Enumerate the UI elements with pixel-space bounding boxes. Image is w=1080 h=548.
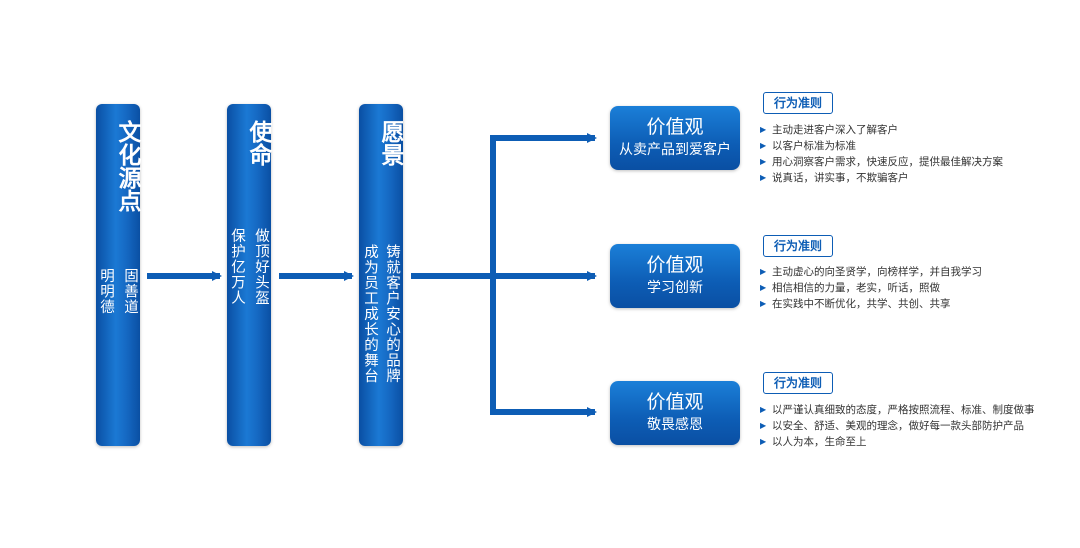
column-mission: 使命 做顶好头盔 保护亿万人 xyxy=(227,104,271,446)
column-title: 文化源点 xyxy=(114,120,140,212)
behavior-tag-2: 行为准则 xyxy=(763,235,833,257)
value-title: 价值观 xyxy=(646,254,704,276)
value-subtitle: 学习创新 xyxy=(647,280,703,296)
triangle-bullet-icon: ▶ xyxy=(760,267,767,276)
behavior-tag-1: 行为准则 xyxy=(763,92,833,114)
triangle-bullet-icon: ▶ xyxy=(760,125,767,134)
triangle-bullet-icon: ▶ xyxy=(760,299,767,308)
list-item: ▶在实践中不断优化，共学、共创、共享 xyxy=(760,298,951,310)
list-item: ▶主动虚心的向圣贤学，向榜样学，并自我学习 xyxy=(760,266,982,278)
value-subtitle: 敬畏感恩 xyxy=(647,417,703,433)
triangle-bullet-icon: ▶ xyxy=(760,283,767,292)
triangle-bullet-icon: ▶ xyxy=(760,141,767,150)
behavior-tag-3: 行为准则 xyxy=(763,372,833,394)
value-box-1: 价值观 从卖产品到爱客户 xyxy=(610,106,740,170)
column-title: 使命 xyxy=(245,120,271,166)
column-line: 铸就客户安心的品牌 xyxy=(384,244,400,384)
list-item: ▶说真话，讲实事，不欺骗客户 xyxy=(760,172,909,184)
triangle-bullet-icon: ▶ xyxy=(760,437,767,446)
behavior-list-3: ▶以严谨认真细致的态度，严格按照流程、标准、制度做事 ▶以安全、舒适、美观的理念… xyxy=(760,402,1035,450)
column-line: 做顶好头盔 xyxy=(253,228,269,306)
list-item: ▶相信相信的力量，老实，听话，照做 xyxy=(760,282,940,294)
behavior-list-1: ▶主动走进客户深入了解客户 ▶以客户标准为标准 ▶用心洞察客户需求，快速反应，提… xyxy=(760,122,1003,186)
list-item: ▶以人为本，生命至上 xyxy=(760,436,867,448)
column-line: 明明德 xyxy=(98,268,114,315)
column-culture-origin: 文化源点 固善道 明明德 xyxy=(96,104,140,446)
column-line: 成为员工成长的舞台 xyxy=(362,244,378,384)
column-title: 愿景 xyxy=(377,120,403,166)
list-item: ▶以安全、舒适、美观的理念，做好每一款头部防护产品 xyxy=(760,420,1024,432)
behavior-list-2: ▶主动虚心的向圣贤学，向榜样学，并自我学习 ▶相信相信的力量，老实，听话，照做 … xyxy=(760,264,982,312)
triangle-bullet-icon: ▶ xyxy=(760,405,767,414)
column-vision: 愿景 铸就客户安心的品牌 成为员工成长的舞台 xyxy=(359,104,403,446)
list-item: ▶主动走进客户深入了解客户 xyxy=(760,124,898,136)
list-item: ▶用心洞察客户需求，快速反应，提供最佳解决方案 xyxy=(760,156,1003,168)
value-title: 价值观 xyxy=(646,391,704,413)
triangle-bullet-icon: ▶ xyxy=(760,173,767,182)
triangle-bullet-icon: ▶ xyxy=(760,421,767,430)
value-box-3: 价值观 敬畏感恩 xyxy=(610,381,740,445)
value-box-2: 价值观 学习创新 xyxy=(610,244,740,308)
value-title: 价值观 xyxy=(646,116,704,138)
column-line: 保护亿万人 xyxy=(229,228,245,306)
list-item: ▶以严谨认真细致的态度，严格按照流程、标准、制度做事 xyxy=(760,404,1035,416)
value-subtitle: 从卖产品到爱客户 xyxy=(619,142,731,158)
column-line: 固善道 xyxy=(122,268,138,315)
triangle-bullet-icon: ▶ xyxy=(760,157,767,166)
list-item: ▶以客户标准为标准 xyxy=(760,140,856,152)
